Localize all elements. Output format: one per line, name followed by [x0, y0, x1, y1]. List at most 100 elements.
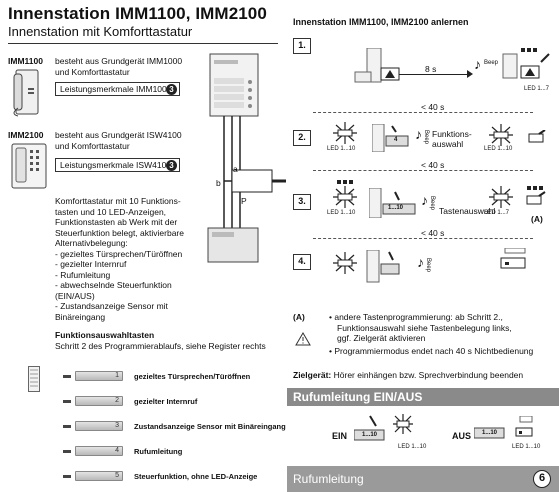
step2-funktionsauswahl: Funktions- auswahl	[432, 129, 472, 149]
feature-ref-icon: 3	[166, 84, 177, 95]
phone-imm2100-image	[8, 142, 52, 192]
note-marker-a: (A)	[293, 312, 305, 322]
beep-note-icon: ♪	[421, 192, 428, 208]
step4-beep: Beep	[425, 258, 431, 273]
led-dash-icon	[63, 400, 71, 403]
ein-keypad-icon[interactable]	[353, 414, 386, 444]
aus-led: LED 1...10	[512, 444, 541, 450]
led-dash-icon	[63, 475, 71, 478]
step1-device-left-icon	[347, 47, 407, 88]
aus-keypad-icon[interactable]	[473, 426, 506, 440]
function-keys-title: Funktionsauswahltasten	[55, 330, 155, 340]
timeout-divider	[313, 112, 533, 113]
step-2-badge: 2.	[293, 130, 311, 146]
step-4-badge: 4.	[293, 254, 311, 270]
arrow-right-icon	[467, 70, 473, 78]
aus-key: 1...10	[482, 430, 498, 436]
timeout-divider	[313, 170, 533, 171]
step3-keypad-icon	[368, 187, 419, 219]
step4-device-icon	[331, 249, 411, 284]
keypad-icon	[28, 366, 40, 392]
step3-beep: Beep	[429, 196, 435, 211]
page-title: Innenstation IMM1100, IMM2100	[8, 4, 267, 23]
step3-tastenauswahl: Tastenauswahl	[439, 206, 496, 216]
led-burst-icon	[487, 186, 515, 208]
wire-label-b: b	[216, 178, 221, 188]
function-key-button: 1	[75, 371, 123, 381]
step3-led-left: LED 1...10	[327, 210, 356, 216]
programming-panel: Innenstation IMM1100, IMM2100 anlernen 1…	[287, 0, 559, 492]
led-dash-icon	[63, 375, 71, 378]
led-dash-icon	[63, 425, 71, 428]
feature-box-isw4100[interactable]: Leistungsmerkmale ISW4100 3	[55, 158, 180, 172]
step3-led-right: LED 1...7	[484, 210, 510, 216]
function-key-button: 2	[75, 396, 123, 406]
footer-bar: Rufumleitung 6	[287, 466, 559, 492]
note-2: • Programmiermodus endet nach 40 s Nicht…	[329, 346, 534, 356]
led-burst-icon	[487, 124, 515, 146]
step4-right-icon	[495, 247, 535, 272]
rufumleitung-aus-label: AUS	[452, 431, 472, 441]
step1-time: 8 s	[425, 64, 437, 74]
function-key-row-5[interactable]: 5 Steuerfunktion, ohne LED-Anzeige	[0, 470, 287, 484]
model-desc-imm1100: besteht aus Grundgerät IMM1000 und Komfo…	[55, 56, 183, 77]
function-key-row-1[interactable]: 1 gezieltes Türsprechen/Türöffnen	[0, 370, 287, 384]
step1-arrow-line	[399, 74, 469, 75]
footer-label: Rufumleitung	[293, 472, 364, 486]
model-name-imm1100: IMM1100	[8, 56, 43, 66]
beep-note-icon: ♪	[417, 254, 424, 270]
led-dash-icon	[63, 450, 71, 453]
step-3-badge: 3.	[293, 194, 311, 210]
function-key-row-2[interactable]: 2 gezielter Internruf	[0, 395, 287, 409]
step2-key: 4	[394, 137, 398, 143]
warning-triangle-icon	[295, 332, 311, 346]
function-key-button: 3	[75, 421, 123, 431]
timeout-1: < 40 s	[421, 102, 445, 112]
function-key-button: 4	[75, 446, 123, 456]
note-1: • andere Tastenprogrammierung: ab Schrit…	[329, 312, 512, 343]
intro-paragraph: Komforttastatur mit 10 Funktions- tasten…	[55, 196, 184, 322]
beep-note-icon: ♪	[415, 126, 422, 142]
ein-key: 1...10	[362, 432, 378, 438]
phone-imm1100-image	[8, 68, 52, 118]
feature-box-imm1000[interactable]: Leistungsmerkmale IMM1000 3	[55, 82, 180, 96]
model-name-imm2100: IMM2100	[8, 130, 44, 140]
led-burst-icon	[331, 122, 359, 144]
title-divider	[8, 43, 278, 44]
step3-key: 1...10	[388, 205, 404, 211]
model-desc-imm2100: besteht aus Grundgerät ISW4100 und Komfo…	[55, 130, 182, 151]
step2-led-right: LED 1...10	[484, 146, 513, 152]
step2-beep: Beep	[423, 130, 429, 145]
rufumleitung-banner: Rufumleitung EIN/AUS	[287, 388, 559, 406]
step2-keypad-icon	[371, 123, 412, 153]
function-key-row-4[interactable]: 4 Rufumleitung	[0, 445, 287, 459]
programming-title: Innenstation IMM1100, IMM2100 anlernen	[293, 17, 469, 27]
timeout-divider	[313, 238, 533, 239]
rufumleitung-ein-label: EIN	[332, 431, 348, 441]
step1-device-right-icon	[499, 44, 553, 84]
step3-small-device-icon	[523, 186, 547, 208]
wiring-diagram	[200, 52, 286, 272]
step1-beep: Beep	[484, 60, 499, 66]
wire-label-p: P	[241, 196, 247, 206]
function-keys-subtitle: Schritt 2 des Programmierablaufs, siehe …	[55, 341, 266, 351]
page-subtitle: Innenstation mit Komforttastatur	[8, 24, 193, 39]
ein-led: LED 1...10	[398, 444, 427, 450]
led-burst-icon	[331, 180, 359, 208]
function-key-button: 5	[75, 471, 123, 481]
step3-marker-a: (A)	[531, 214, 543, 224]
feature-ref-icon: 3	[166, 160, 177, 171]
step-1-badge: 1.	[293, 38, 311, 54]
timeout-2: < 40 s	[421, 160, 445, 170]
step2-led-left: LED 1...10	[327, 146, 356, 152]
step1-led: LED 1...7	[524, 86, 550, 92]
led-burst-icon	[392, 414, 414, 434]
zielgeraet-note: Zielgerät: Hörer einhängen bzw. Sprechve…	[293, 370, 524, 380]
function-key-row-3[interactable]: 3 Zustandsanzeige Sensor mit Binäreingan…	[0, 420, 287, 434]
step2-small-device-icon	[527, 129, 547, 144]
timeout-3: < 40 s	[421, 228, 445, 238]
beep-note-icon: ♪	[474, 56, 481, 72]
wire-label-a: a	[233, 164, 238, 174]
aus-indicator-icon	[514, 415, 534, 440]
page-number-badge: 6	[533, 470, 551, 488]
